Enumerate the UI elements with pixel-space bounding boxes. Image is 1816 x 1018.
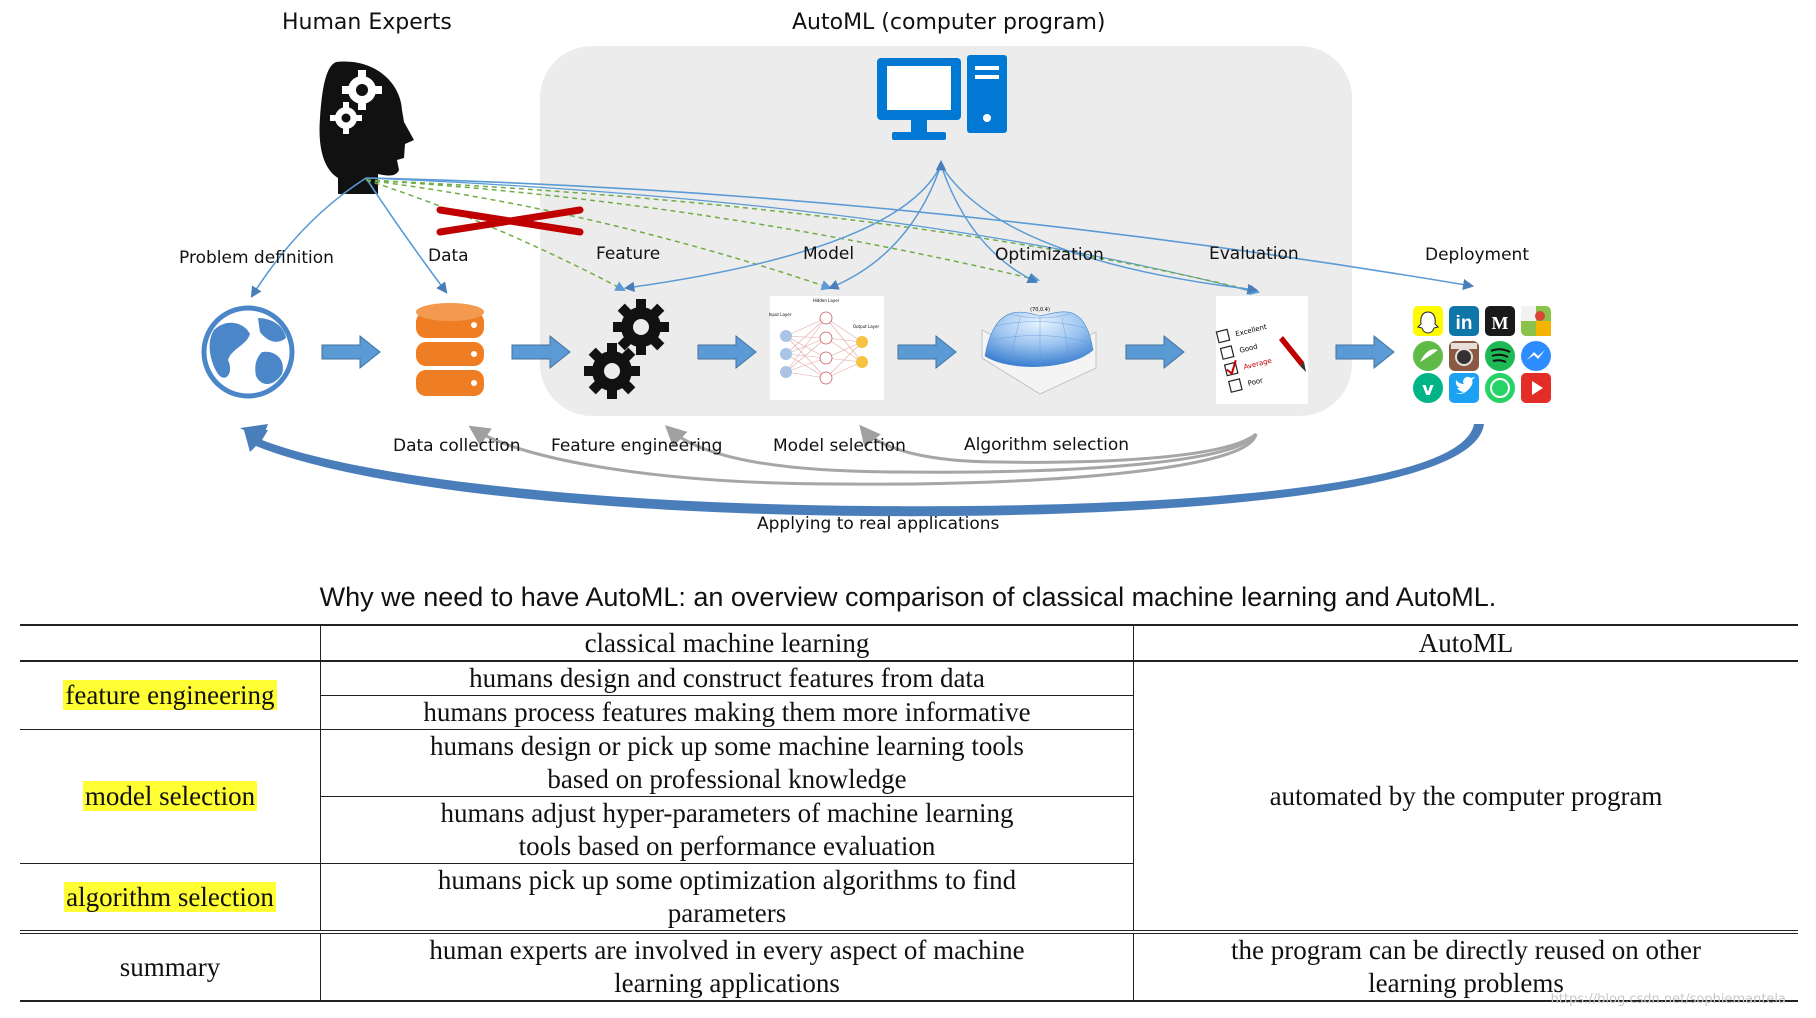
database-icon (416, 303, 484, 396)
vine-icon (1413, 373, 1443, 403)
whatsapp-icon (1485, 373, 1515, 403)
step-deployment: Deployment (1425, 245, 1529, 265)
block-arrows (321, 334, 1395, 370)
table-row: algorithm selection humans pick up some … (20, 863, 1798, 934)
svg-text:Output Layer: Output Layer (853, 324, 880, 329)
feedback-label: Applying to real applications (757, 514, 1000, 534)
table-header-row: classical machine learning AutoML (20, 624, 1798, 662)
classical-as-1: humans pick up some optimization algorit… (320, 863, 1134, 934)
classical-ms-2: humans adjust hyper-parameters of machin… (320, 796, 1134, 864)
group-summary: summary (20, 932, 321, 1002)
step-problem-definition: Problem definition (179, 248, 334, 268)
svg-text:Hidden Layer: Hidden Layer (813, 298, 840, 303)
table-row: model selection humans design or pick up… (20, 729, 1798, 864)
surface-plot-icon: (70,0.4) (981, 307, 1097, 395)
neural-network-card: Hidden Layer Input Layer Output Layer (769, 296, 884, 400)
step-model: Model (803, 244, 855, 264)
step-optimization: Optimization (995, 245, 1104, 265)
substep-algorithm-selection: Algorithm selection (964, 435, 1130, 455)
svg-text:in: in (1456, 313, 1473, 334)
svg-text:Poor: Poor (1247, 376, 1264, 388)
gray-feedback-arrows (468, 424, 1258, 486)
human-dashed-arrows (365, 179, 1261, 296)
human-head-icon (319, 61, 414, 194)
group-feature-engineering: feature engineering (20, 661, 321, 730)
computer-arrows (623, 159, 1259, 295)
step-evaluation: Evaluation (1209, 244, 1299, 264)
red-cross-icon (436, 206, 584, 236)
classical-summary: human experts are involved in every aspe… (320, 932, 1134, 1002)
table-header-automl: AutoML (1133, 624, 1798, 662)
table-row: feature engineering humans design and co… (20, 661, 1798, 934)
svg-text:v: v (1422, 379, 1434, 400)
spotify-icon (1485, 341, 1515, 371)
classical-ms-1: humans design or pick up some machine le… (320, 729, 1134, 797)
human-experts-label: Human Experts (282, 10, 452, 35)
deployment-feedback-arrow (240, 424, 1484, 517)
svg-text:(70,0.4): (70,0.4) (1030, 307, 1050, 313)
table-header-empty (20, 624, 321, 662)
automl-summary: the program can be directly reused on ot… (1133, 932, 1798, 1002)
globe-icon (201, 305, 295, 399)
app-icons-grid: in M v (1413, 306, 1551, 403)
automl-box (540, 46, 1352, 416)
automl-automated: automated by the computer program (1133, 661, 1798, 934)
classical-fe-1: humans design and construct features fro… (320, 661, 1134, 696)
substep-feature-engineering: Feature engineering (551, 436, 723, 456)
linkedin-icon (1449, 306, 1479, 336)
table-row: humans adjust hyper-parameters of machin… (20, 796, 1798, 864)
group-model-selection: model selection (20, 729, 321, 864)
lemonde-icon (1485, 306, 1515, 336)
table-header-classical: classical machine learning (320, 624, 1134, 662)
watermark: https://blog.csdn.net/sophiemantela (1550, 992, 1786, 1007)
comparison-table: classical machine learning AutoML featur… (20, 624, 1798, 1002)
substep-data-collection: Data collection (393, 436, 521, 456)
svg-text:M: M (1492, 313, 1509, 333)
table-row-summary: summary human experts are involved in ev… (20, 932, 1798, 1002)
step-data: Data (428, 246, 469, 266)
substep-model-selection: Model selection (773, 436, 906, 456)
svg-text:Input Layer: Input Layer (769, 312, 792, 317)
automl-label: AutoML (computer program) (792, 10, 1106, 35)
table-row: humans process features making them more… (20, 695, 1798, 730)
computer-icon (877, 55, 1007, 140)
classical-fe-2: humans process features making them more… (320, 695, 1134, 730)
evaluation-card: Excellent Good Average Poor (1215, 296, 1308, 404)
figure-caption: Why we need to have AutoML: an overview … (319, 582, 1497, 612)
step-feature: Feature (596, 244, 661, 264)
group-algorithm-selection: algorithm selection (20, 863, 321, 934)
